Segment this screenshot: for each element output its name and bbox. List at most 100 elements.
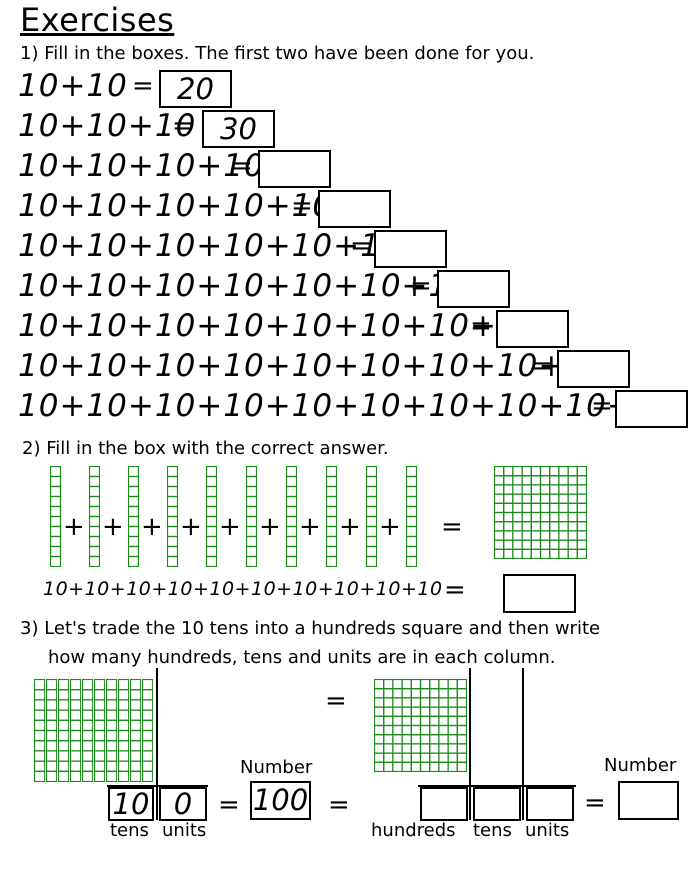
unit-square — [70, 740, 82, 752]
q1-answer-box[interactable] — [496, 310, 569, 348]
unit-square — [558, 539, 569, 550]
q3-left-equals2: = — [328, 790, 350, 820]
q1-answer-box[interactable] — [374, 230, 447, 268]
tens-rod — [118, 679, 130, 782]
q3-right-hundreds-box[interactable] — [420, 787, 468, 821]
unit-square — [50, 515, 61, 528]
q1-expression: 10+10+10+10 — [18, 148, 265, 184]
q2-plus-sign: + — [379, 512, 401, 542]
q2-expression-equals: = — [444, 575, 466, 605]
q1-answer-box[interactable] — [557, 350, 630, 388]
unit-square — [567, 466, 578, 477]
unit-square — [46, 709, 58, 721]
q3-left-number-box[interactable]: 100 — [250, 781, 311, 820]
unit-square — [106, 719, 118, 732]
unit-square — [521, 530, 532, 541]
unit-square — [549, 539, 560, 550]
unit-square — [130, 760, 142, 772]
unit-square — [567, 548, 578, 559]
unit-square — [392, 706, 403, 717]
unit-square — [429, 715, 440, 727]
q1-answer-box[interactable] — [318, 190, 391, 228]
unit-square — [383, 734, 394, 745]
q2-answer-box[interactable] — [503, 574, 576, 613]
tens-rod — [142, 679, 154, 782]
q3-right-tens-box[interactable] — [473, 787, 521, 821]
unit-square — [429, 761, 440, 772]
q3-right-units-box[interactable] — [526, 787, 574, 821]
unit-square — [82, 709, 94, 721]
q1-answer-box[interactable]: 20 — [159, 70, 232, 108]
unit-square — [549, 521, 560, 532]
unit-square — [142, 679, 154, 691]
unit-square — [167, 505, 178, 518]
unit-square — [286, 466, 297, 478]
q1-answer-box[interactable] — [615, 390, 688, 428]
unit-square — [392, 761, 403, 772]
unit-square — [34, 760, 46, 772]
unit-square — [530, 548, 542, 559]
unit-square — [447, 697, 458, 708]
unit-square — [410, 752, 422, 763]
unit-square — [206, 505, 217, 518]
q1-answer-box[interactable]: 30 — [202, 110, 275, 148]
tens-rod — [246, 466, 257, 567]
unit-square — [383, 688, 394, 699]
tens-rod — [46, 679, 58, 782]
q3-left-equals: = — [218, 790, 240, 820]
unit-square — [383, 697, 394, 708]
unit-square — [46, 679, 58, 691]
unit-square — [246, 555, 257, 567]
unit-square — [438, 688, 449, 699]
unit-square — [374, 706, 385, 717]
unit-square — [82, 719, 94, 732]
q1-expression: 10+10+10+10+10+10+10+10+10+10 — [18, 388, 676, 424]
q2-plus-sign: + — [259, 512, 281, 542]
unit-square — [50, 475, 61, 488]
unit-square — [419, 679, 431, 690]
unit-square — [447, 706, 458, 717]
unit-square — [392, 679, 403, 690]
unit-square — [246, 485, 257, 498]
unit-square — [34, 750, 46, 762]
q1-answer-box[interactable] — [258, 150, 331, 188]
unit-square — [206, 495, 217, 508]
unit-square — [530, 502, 542, 514]
q3-right-divider-2 — [522, 668, 524, 820]
tens-rod — [50, 466, 61, 567]
unit-square — [419, 697, 431, 708]
unit-square — [539, 530, 551, 541]
unit-square — [128, 535, 139, 548]
unit-square — [438, 715, 449, 727]
unit-square — [206, 466, 217, 478]
q3-left-units-box[interactable]: 0 — [159, 787, 207, 821]
unit-square — [401, 706, 412, 717]
unit-square — [383, 761, 394, 772]
unit-square — [58, 699, 70, 711]
unit-square — [89, 515, 100, 528]
unit-square — [167, 525, 178, 538]
unit-square — [106, 699, 118, 711]
unit-square — [326, 535, 337, 548]
unit-square — [286, 485, 297, 498]
unit-square — [447, 715, 458, 727]
unit-square — [406, 495, 417, 508]
unit-square — [558, 521, 569, 532]
unit-square — [34, 709, 46, 721]
unit-square — [206, 535, 217, 548]
unit-square — [366, 495, 377, 508]
q1-answer-box[interactable] — [437, 270, 510, 308]
q3-left-tens-box[interactable]: 10 — [108, 787, 154, 821]
unit-square — [410, 724, 422, 736]
unit-square — [82, 760, 94, 772]
unit-square — [419, 706, 431, 717]
unit-square — [456, 679, 467, 690]
q3-right-number-label: Number — [604, 755, 677, 776]
tens-rod — [70, 679, 82, 782]
q3-right-baseline — [418, 785, 576, 787]
q3-right-number-box[interactable] — [618, 781, 679, 820]
unit-square — [410, 734, 422, 745]
unit-square — [558, 530, 569, 541]
unit-square — [58, 679, 70, 691]
tens-rod — [130, 679, 142, 782]
